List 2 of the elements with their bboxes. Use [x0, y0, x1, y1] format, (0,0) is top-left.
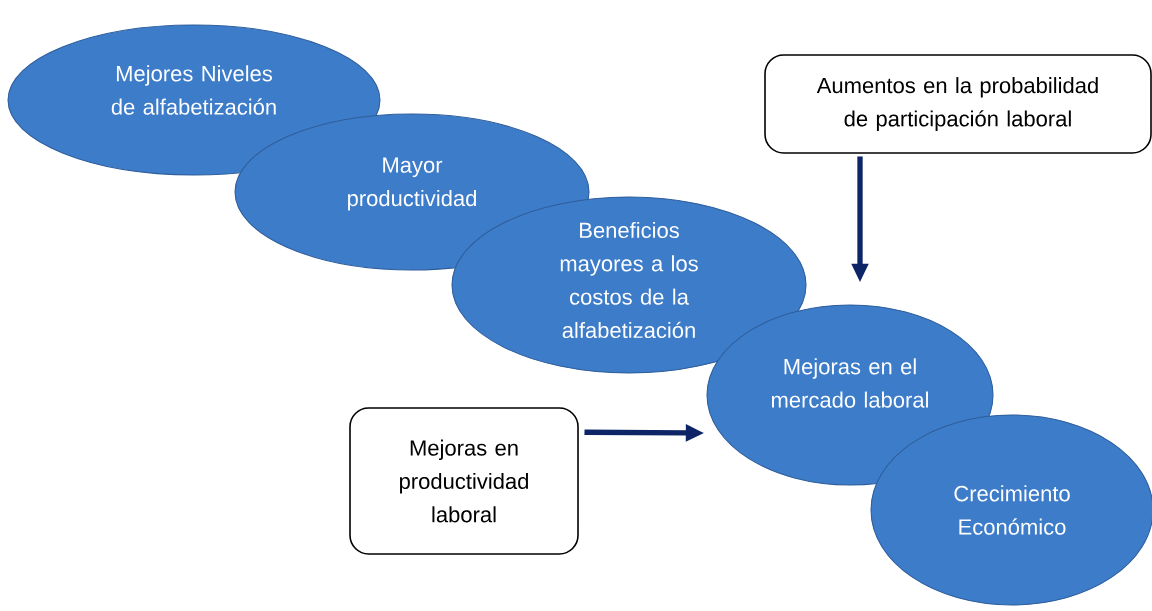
note-box: Mejoras en productividad laboral	[349, 407, 579, 555]
note-box: Aumentos en la probabilidad de participación laboral	[764, 54, 1152, 154]
